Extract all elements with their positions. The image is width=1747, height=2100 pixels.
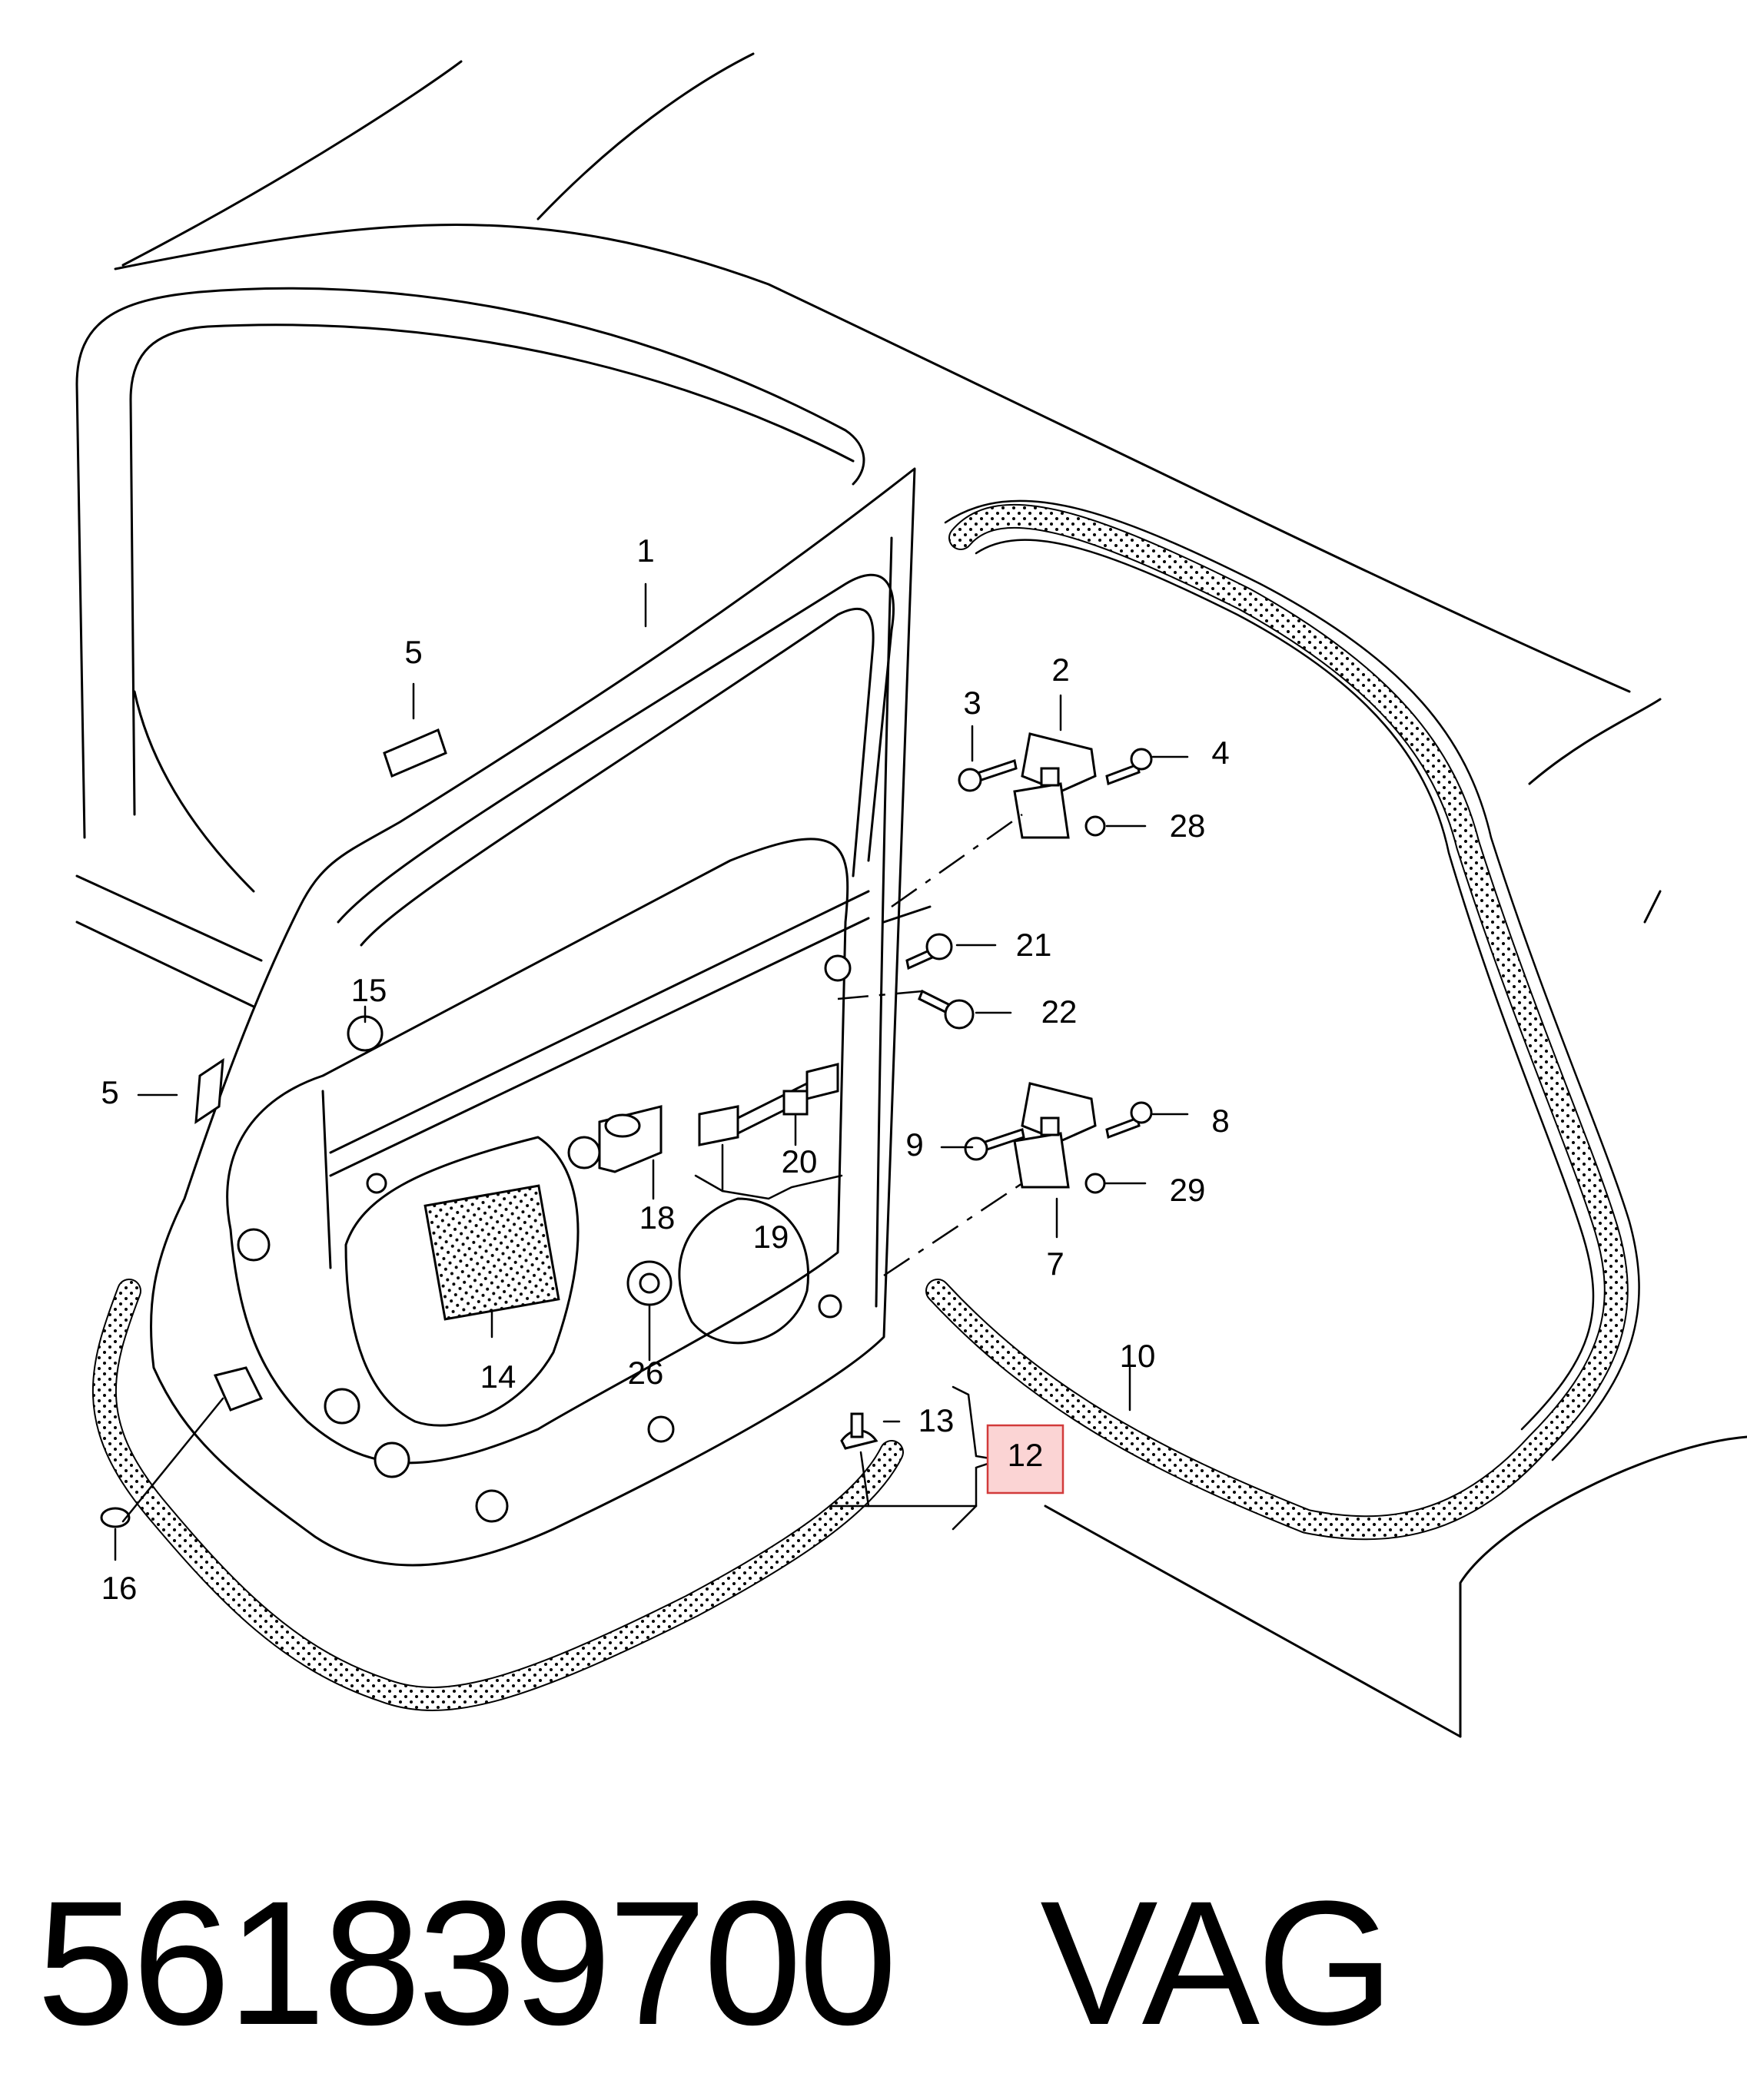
brand-name: VAG: [1040, 1864, 1394, 2062]
callout-8: 8: [1211, 1103, 1229, 1139]
sticker-left: [194, 1058, 224, 1124]
door-seal: [92, 1279, 904, 1711]
bolts: [840, 748, 1153, 1450]
lock-module: [598, 1105, 663, 1173]
part-number: 561839700: [37, 1864, 897, 2062]
clip-16: [100, 1507, 131, 1528]
callout-2: 2: [1051, 652, 1069, 688]
door-shell: [149, 467, 932, 1567]
callout-1: 1: [636, 532, 654, 569]
window-frame: [75, 287, 865, 893]
callout-28: 28: [1170, 808, 1206, 844]
sticker-upper: [383, 728, 447, 778]
callout-14: 14: [480, 1359, 516, 1395]
callout-7: 7: [1046, 1246, 1064, 1282]
callout-21: 21: [1016, 927, 1052, 963]
callout-9: 9: [905, 1126, 923, 1163]
callout-13: 13: [918, 1402, 955, 1438]
callout-4: 4: [1211, 735, 1229, 771]
callout-5-upper: 5: [404, 634, 422, 670]
upper-hinge: [1013, 732, 1097, 839]
sound-deadening-pad: [423, 1184, 560, 1321]
callout-29: 29: [1170, 1172, 1206, 1208]
grommet: [626, 1260, 673, 1306]
lower-hinge: [1013, 1082, 1097, 1189]
callout-3: 3: [963, 685, 981, 721]
assembly-lines: [837, 813, 1023, 1277]
callouts: 1 2 3 4 5 5 7 8 9 10 12 13 14 15 16 18 1…: [101, 532, 1229, 1606]
callout-10: 10: [1120, 1338, 1156, 1374]
highlight-box: [986, 1424, 1064, 1495]
callout-20: 20: [782, 1143, 818, 1179]
exploded-parts-diagram: 1 2 3 4 5 5 7 8 9 10 12 13 14 15 16 18 1…: [75, 52, 1747, 1738]
callout-12[interactable]: 12: [1008, 1437, 1044, 1473]
callout-18: 18: [639, 1199, 676, 1236]
callout-19: 19: [753, 1219, 789, 1255]
door-check-strap: [698, 1063, 839, 1146]
callout-5-left: 5: [101, 1074, 118, 1110]
callout-26: 26: [628, 1355, 664, 1391]
callout-16: 16: [101, 1570, 138, 1606]
leader-lines: [114, 582, 1189, 1561]
callout-15: 15: [351, 972, 387, 1008]
car-body-outline: [75, 52, 1747, 1738]
callout-22: 22: [1041, 994, 1078, 1030]
door-opening-seal: [925, 499, 1640, 1541]
footer: 561839700 VAG: [37, 1848, 1712, 2078]
